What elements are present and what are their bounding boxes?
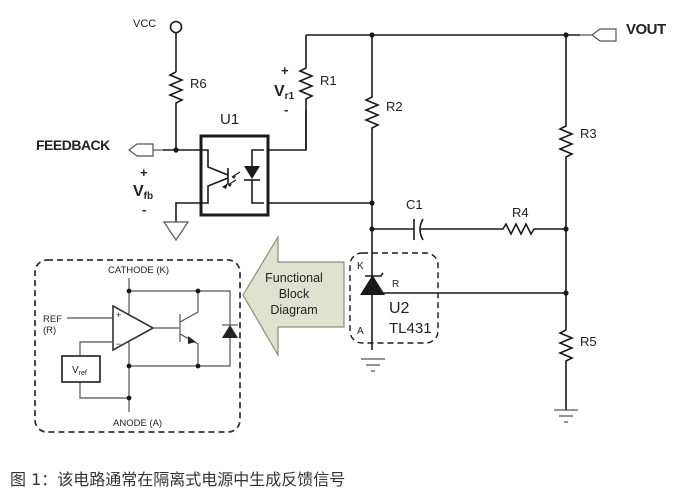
block-diode-icon (222, 325, 238, 338)
vfb-minus: - (142, 202, 146, 217)
opamp-icon (112, 304, 155, 352)
r5-label: R5 (580, 334, 597, 349)
pin-a-label: A (357, 326, 364, 337)
wire (175, 202, 205, 222)
feedback-label: FEEDBACK (36, 137, 110, 153)
callout-arrow (242, 234, 345, 358)
opamp-plus: + (116, 310, 121, 320)
resistor-r4 (420, 222, 566, 236)
r6-label: R6 (190, 76, 207, 91)
callout-line2: Block (279, 287, 310, 301)
callout-line1: Functional (265, 271, 323, 285)
tl431-bar (365, 272, 384, 277)
optocoupler-u1 (199, 134, 270, 217)
c1-label: C1 (406, 197, 423, 212)
u1-label: U1 (220, 111, 239, 128)
r3-label: R3 (580, 126, 597, 141)
vref-label: Vref (72, 365, 87, 377)
vfb-label: Vfb (133, 183, 153, 202)
ground-icon (554, 409, 578, 423)
u2-label: U2 (389, 300, 410, 317)
functional-block-diagram: CATHODE (K) ANODE (A) REF (R) + − Vref (34, 259, 241, 433)
vr1-label: Vr1 (274, 83, 295, 102)
ground-icon (361, 358, 385, 372)
vref-box (61, 355, 101, 383)
anode-label: ANODE (A) (113, 418, 162, 429)
resistor-r1 (297, 35, 315, 150)
resistor-r5 (557, 329, 575, 410)
ref-pin-label: (R) (43, 325, 56, 336)
r2-label: R2 (386, 99, 403, 114)
cathode-label: CATHODE (K) (108, 265, 169, 276)
r4-label: R4 (512, 205, 529, 220)
vout-terminal (591, 28, 617, 42)
resistor-r2 (363, 35, 381, 350)
tl431-symbol (360, 275, 385, 295)
figure-caption: 图 1：该电路通常在隔离式电源中生成反馈信号 (10, 470, 346, 489)
ground-icon (162, 221, 190, 242)
junction-dot (369, 200, 375, 206)
feedback-terminal (128, 143, 163, 157)
vr1-plus: + (281, 63, 289, 78)
vr1-minus: - (284, 102, 288, 117)
capacitor-c1 (372, 219, 415, 240)
r1-label: R1 (320, 73, 337, 88)
vcc-label: VCC (133, 18, 156, 30)
opamp-minus: − (116, 339, 121, 349)
u2-outline (349, 252, 439, 344)
junction-dot (173, 147, 179, 153)
u2-part-label: TL431 (389, 320, 432, 337)
resistor-r6 (167, 71, 185, 150)
ref-label: REF (43, 314, 62, 325)
schematic: VCC R6 FEEDBACK + Vfb - U1 R1 + Vr1 - VO… (34, 18, 667, 433)
vfb-plus: + (140, 165, 148, 180)
pin-k-label: K (357, 261, 364, 272)
vcc-terminal: VCC (133, 18, 183, 34)
callout-line3: Diagram (270, 303, 317, 317)
vout-label: VOUT (626, 21, 666, 38)
resistor-r3 (557, 35, 575, 330)
pin-r-label: R (392, 279, 399, 290)
